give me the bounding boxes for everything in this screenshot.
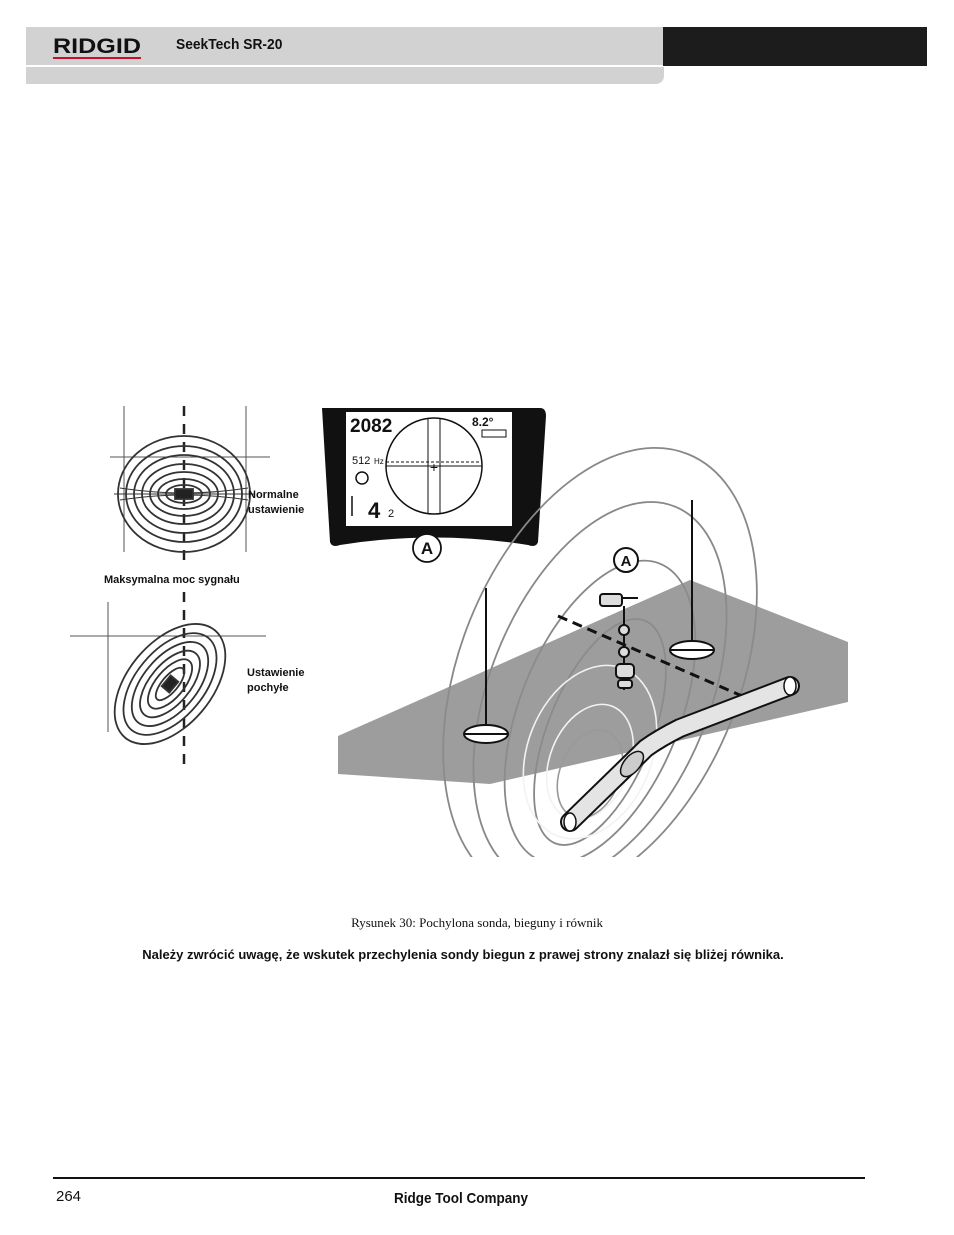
locator-unit: [599, 593, 638, 690]
footer-rule: [53, 1177, 865, 1179]
marker-a-scene: A: [621, 553, 632, 570]
frequency-value: 512: [352, 455, 370, 467]
label-tilted-orientation: Ustawienie pochyłe: [247, 667, 305, 694]
depth-feet: 4: [368, 498, 381, 523]
figure-illustration: + 2082 8.2° 512 Hz 4 2 A: [70, 406, 848, 898]
label-normal-orientation: Normalne ustawienie: [248, 489, 305, 516]
header-dark-block: [663, 27, 927, 66]
normal-field-diagram: [110, 406, 270, 567]
tilted-field-diagram: [70, 592, 266, 767]
marker-a-display: A: [421, 539, 433, 558]
note-paragraph: Należy zwrócić uwagę, że wskutek przechy…: [142, 947, 784, 962]
header-divider: [26, 65, 664, 67]
angle-value: 8.2°: [472, 415, 494, 429]
frequency-unit: Hz: [374, 457, 384, 466]
pipe: [560, 676, 800, 832]
signal-value: 2082: [350, 416, 392, 437]
depth-inches: 2: [388, 508, 394, 520]
svg-text:+: +: [430, 459, 438, 475]
receiver-display: + 2082 8.2° 512 Hz 4 2 A: [322, 408, 546, 563]
document-title: SeekTech SR-20: [176, 36, 283, 53]
field-scene: A: [338, 446, 848, 898]
figure-30: + 2082 8.2° 512 Hz 4 2 A: [70, 402, 848, 898]
pole-marker-left: [463, 588, 509, 744]
page-number: 264: [56, 1188, 82, 1205]
figure-caption: Rysunek 30: Pochylona sonda, bieguny i r…: [351, 915, 603, 930]
header-band: [26, 27, 664, 84]
footer-company: Ridge Tool Company: [394, 1190, 529, 1207]
ridgid-logo: RIDGID: [52, 33, 148, 61]
pole-marker-right: [669, 500, 715, 660]
ridgid-logo-text: RIDGID: [53, 35, 141, 58]
label-max-signal: Maksymalna moc sygnału: [104, 574, 240, 586]
